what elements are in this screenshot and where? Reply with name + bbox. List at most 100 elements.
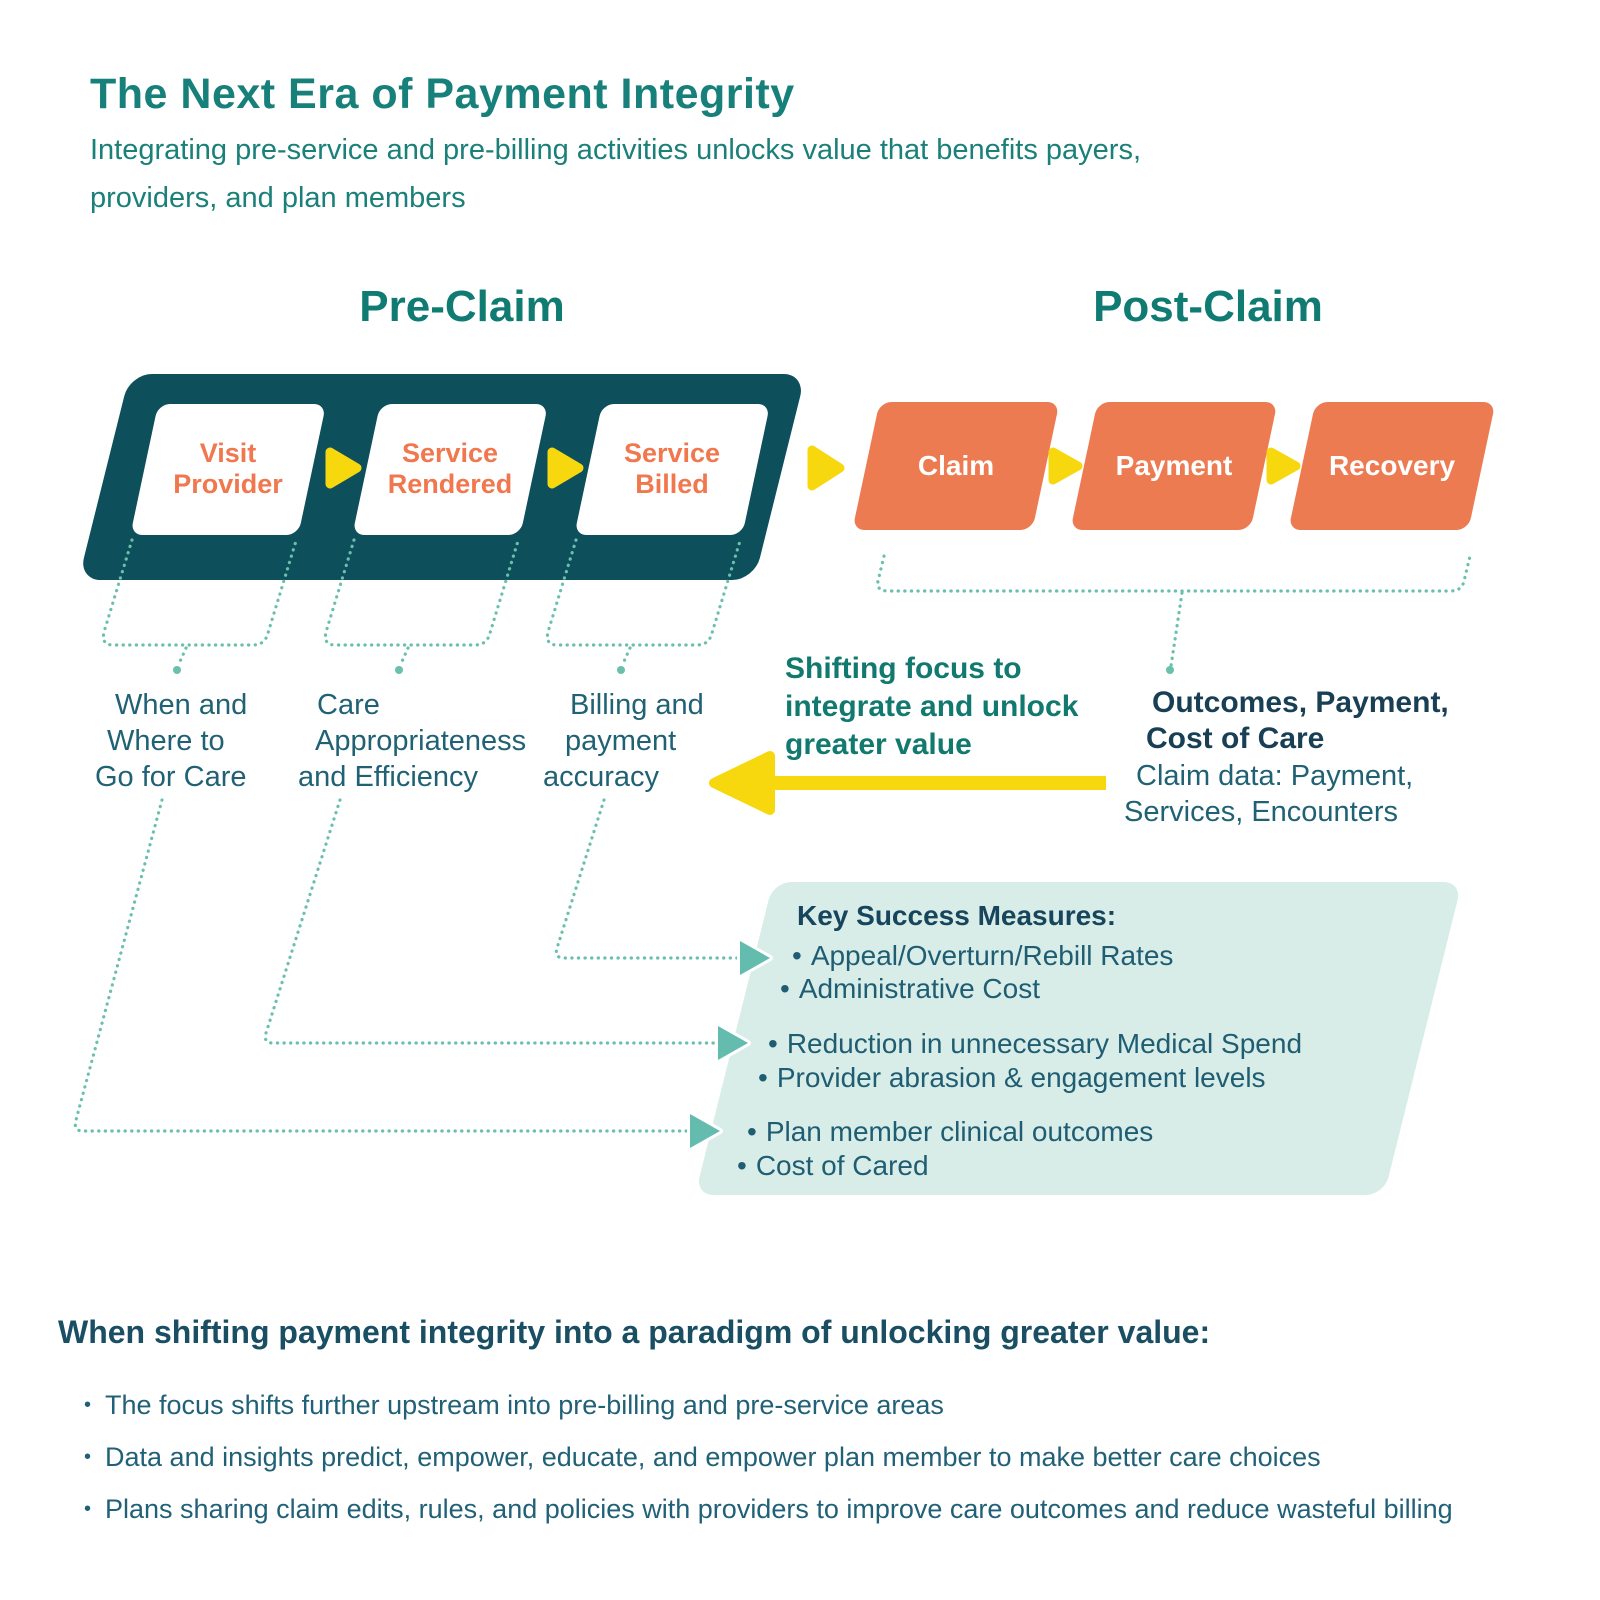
visit-provider-label: Visit Provider — [118, 438, 338, 500]
connector-line-when — [73, 798, 692, 1133]
label-line: and Efficiency — [298, 761, 479, 793]
key-success-title: Key Success Measures: — [797, 900, 1117, 931]
teal-arrowhead-icon — [737, 938, 773, 978]
page-title: The Next Era of Payment Integrity — [90, 70, 795, 118]
stem-dot — [617, 666, 625, 674]
teal-arrowhead-icon — [687, 1111, 723, 1151]
ksm-item-text: Appeal/Overturn/Rebill Rates — [810, 940, 1174, 971]
flow-arrow-icon — [807, 445, 845, 491]
footer-bullet: • Data and insights predict, empower, ed… — [84, 1442, 1321, 1473]
outcomes-bold-line-2: Cost of Care — [1146, 722, 1325, 755]
bullet-icon: • — [84, 1446, 92, 1468]
service-rendered-label: Service Rendered — [340, 438, 560, 500]
step-line: Provider — [173, 469, 283, 499]
payment-label: Payment — [1115, 450, 1233, 481]
bracket-stem-2 — [398, 646, 410, 668]
ksm-item: • Provider abrasion & engagement levels — [758, 1062, 1266, 1094]
bullet-icon: • — [758, 1062, 768, 1093]
label-care-appropriateness: Care Appropriateness and Efficiency — [298, 687, 526, 795]
footer-bullet-text: The focus shifts further upstream into p… — [105, 1390, 944, 1420]
flow-arrow-icon — [547, 447, 584, 489]
flow-arrow-icon — [325, 447, 362, 489]
footer-bullet-text: Data and insights predict, empower, educ… — [105, 1442, 1321, 1472]
step-line: Billed — [635, 469, 709, 499]
footer-heading: When shifting payment integrity into a p… — [58, 1314, 1211, 1350]
shift-left-arrow-icon — [709, 751, 1106, 815]
bracket-stem-1 — [176, 646, 188, 668]
footer-bullet: • The focus shifts further upstream into… — [84, 1390, 944, 1421]
outcomes-detail-line-1: Claim data: Payment, — [1136, 760, 1414, 792]
pre-claim-heading: Pre-Claim — [359, 282, 565, 331]
flow-arrow-icon — [1266, 447, 1301, 485]
label-line: accuracy — [543, 761, 660, 793]
label-line: Where to — [107, 725, 225, 757]
claim-label: Claim — [917, 450, 995, 481]
step-line: Service — [401, 438, 499, 468]
bullet-icon: • — [84, 1394, 92, 1416]
teal-arrowhead-icon — [715, 1023, 751, 1063]
label-line: payment — [565, 725, 677, 757]
bracket-pre-1 — [101, 538, 298, 647]
shift-focus-note: Shifting focus to integrate and unlock g… — [785, 650, 1078, 764]
step-line: Service — [623, 438, 721, 468]
stem-dot — [395, 666, 403, 674]
step-line: Visit — [199, 438, 257, 468]
footer-bullet: • Plans sharing claim edits, rules, and … — [84, 1494, 1453, 1525]
ksm-item: • Cost of Cared — [737, 1150, 929, 1182]
label-line: Go for Care — [95, 761, 247, 793]
bullet-icon: • — [792, 940, 802, 971]
step-line: Rendered — [387, 469, 513, 499]
bullet-icon: • — [780, 973, 790, 1004]
label-line: When and — [115, 689, 248, 721]
bullet-icon: • — [737, 1150, 747, 1181]
ksm-item-text: Cost of Cared — [755, 1150, 929, 1181]
shift-note-line: Shifting focus to — [785, 652, 1022, 685]
label-when-where: When and Where to Go for Care — [95, 687, 247, 795]
outcomes-bold-line-1: Outcomes, Payment, — [1152, 686, 1449, 719]
claim-box — [854, 402, 1058, 530]
post-claim-heading: Post-Claim — [1093, 282, 1323, 331]
ksm-item-text: Reduction in unnecessary Medical Spend — [786, 1028, 1303, 1059]
bracket-stem-3 — [620, 646, 632, 668]
bullet-icon: • — [768, 1028, 778, 1059]
ksm-item-text: Provider abrasion & engagement levels — [776, 1062, 1266, 1093]
subtitle-line-2: providers, and plan members — [90, 182, 466, 214]
shift-note-line: greater value — [785, 728, 972, 761]
bracket-pre-2 — [323, 538, 520, 647]
ksm-item: • Administrative Cost — [780, 973, 1040, 1005]
service-billed-label: Service Billed — [562, 438, 782, 500]
connector-line-billing — [554, 798, 742, 960]
label-line: Care — [317, 689, 380, 721]
stem-dot — [1166, 666, 1174, 674]
recovery-label: Recovery — [1328, 450, 1456, 481]
payment-box — [1072, 402, 1276, 530]
label-line: Appropriateness — [315, 725, 527, 757]
bullet-icon: • — [84, 1498, 92, 1520]
shift-arrow-head — [709, 751, 775, 815]
label-billing-accuracy: Billing and payment accuracy — [543, 687, 704, 795]
service-rendered-box — [354, 404, 546, 535]
recovery-box — [1290, 402, 1494, 530]
bracket-pre-3 — [545, 538, 742, 647]
flow-arrow-icon — [1048, 447, 1083, 485]
ksm-item-text: Administrative Cost — [798, 973, 1040, 1004]
ksm-item: • Plan member clinical outcomes — [747, 1116, 1153, 1148]
key-success-box — [698, 882, 1459, 1195]
ksm-item-text: Plan member clinical outcomes — [765, 1116, 1154, 1147]
label-line: Billing and — [570, 689, 704, 721]
connector-line-care — [263, 798, 720, 1045]
service-billed-box — [576, 404, 768, 535]
ksm-item: • Appeal/Overturn/Rebill Rates — [792, 940, 1173, 972]
shift-note-line: integrate and unlock — [785, 690, 1079, 723]
ksm-item: • Reduction in unnecessary Medical Spend — [768, 1028, 1302, 1060]
bracket-post-stem — [1169, 591, 1184, 668]
footer-bullet-text: Plans sharing claim edits, rules, and po… — [105, 1494, 1453, 1524]
subtitle-line-1: Integrating pre-service and pre-billing … — [90, 134, 1141, 166]
outcomes-detail-line-2: Services, Encounters — [1124, 796, 1399, 828]
bullet-icon: • — [747, 1116, 757, 1147]
visit-provider-box — [132, 404, 324, 535]
bracket-post — [876, 554, 1472, 593]
stem-dot — [173, 666, 181, 674]
